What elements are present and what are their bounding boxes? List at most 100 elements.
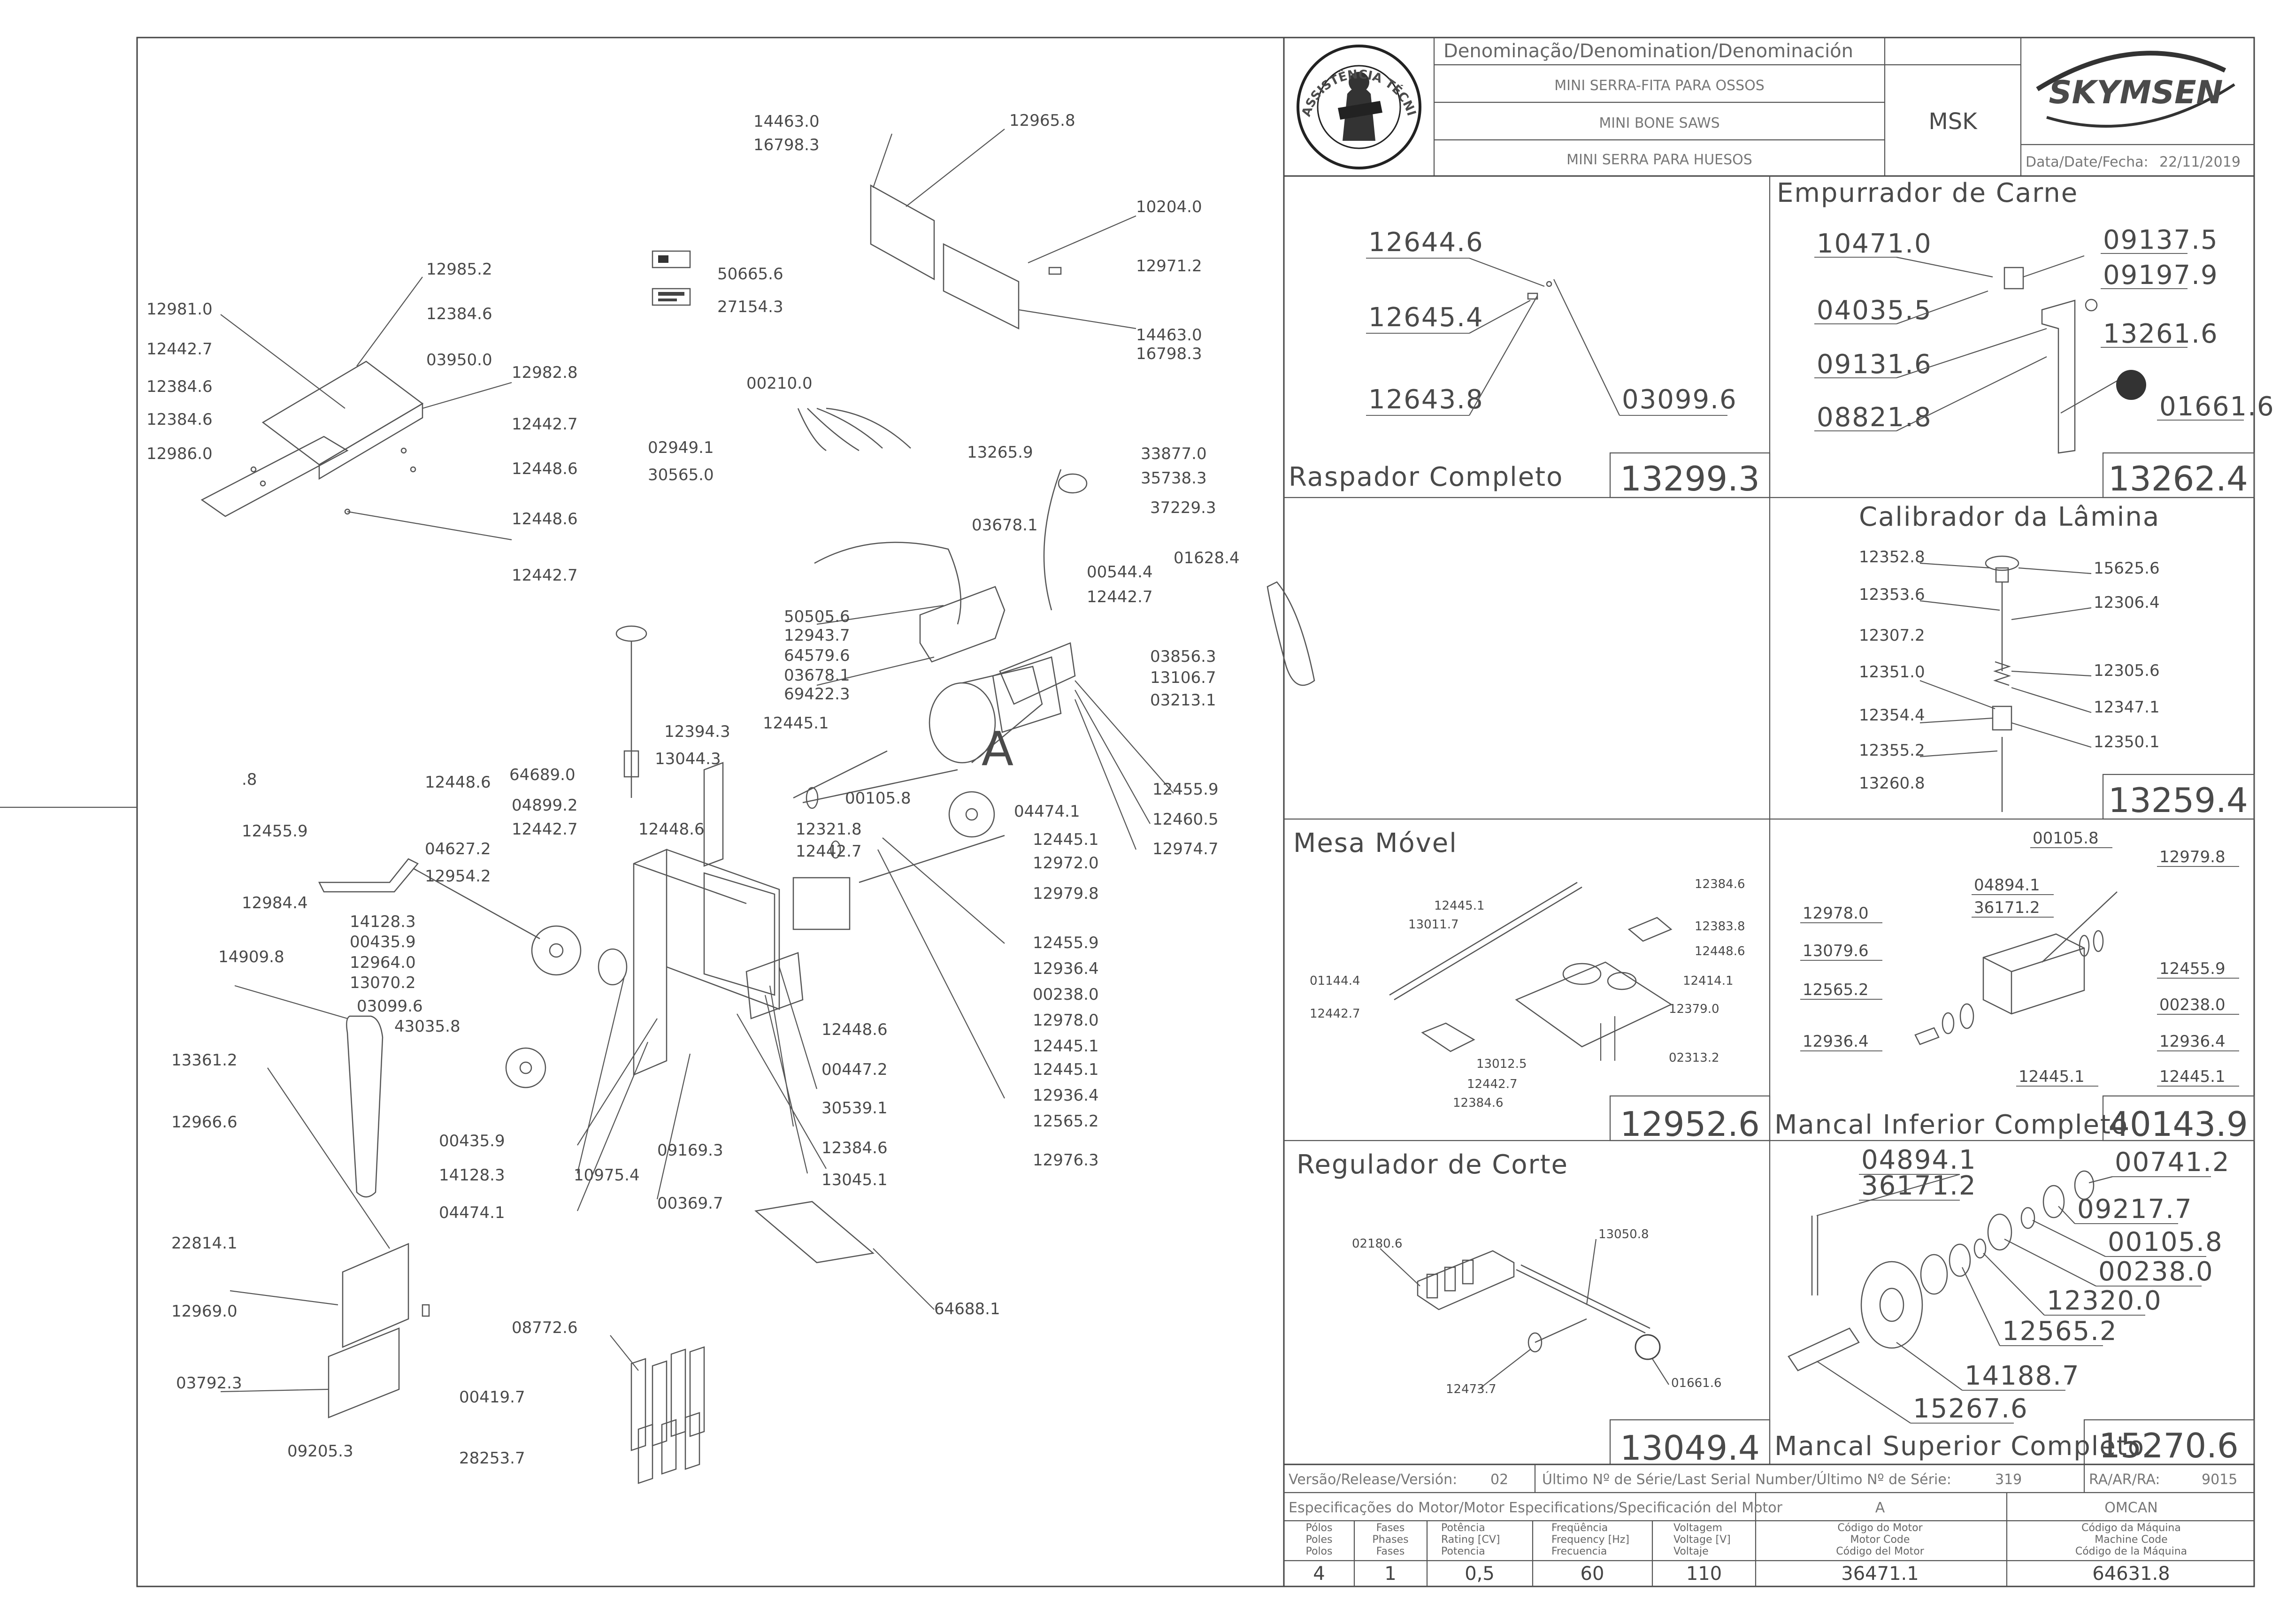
part-label: 03099.6 [357, 997, 423, 1016]
machine-code-value: 64631.8 [2092, 1563, 2170, 1585]
part-label: 12445.1 [1033, 1060, 1099, 1079]
ra-value: 9015 [2202, 1471, 2237, 1488]
header-line: Código da Máquina [2081, 1522, 2181, 1534]
part-label: 12445.1 [1033, 1037, 1099, 1056]
mancal-superior-label: 04894.1 [1861, 1145, 1977, 1175]
mancal-superior-label: 00105.8 [2108, 1227, 2223, 1257]
bottom-table: Versão/Release/Versión: 02 Último Nº de … [1283, 1463, 2255, 1587]
part-label: 12455.9 [1033, 934, 1099, 952]
part-label: 04474.1 [1014, 802, 1080, 821]
mancal-superior-code: 15270.6 [2099, 1426, 2239, 1465]
part-label: 14128.3 [439, 1166, 505, 1185]
version-value: 02 [1490, 1471, 1508, 1488]
mesa-label: 12442.7 [1310, 1007, 1360, 1021]
mesa-label: 12442.7 [1467, 1077, 1518, 1091]
calibrador-label: 12355.2 [1859, 741, 1925, 760]
part-label: 12965.8 [1009, 111, 1075, 130]
mancal-inferior-label: 12978.0 [1803, 904, 1869, 923]
mesa-label: 13011.7 [1408, 918, 1459, 932]
regulador-label: 13050.8 [1598, 1227, 1649, 1241]
part-label: 03792.3 [176, 1374, 242, 1393]
calibrador-label: 12352.8 [1859, 548, 1925, 567]
mancal-inferior-label: 04894.1 [1974, 876, 2040, 895]
mesa-label: 02313.2 [1669, 1051, 1719, 1065]
mancal-inferior-label: 13079.6 [1803, 942, 1869, 960]
motor-spec-label: Especificações do Motor/Motor Especifica… [1289, 1500, 1783, 1516]
calibrador-label: 12351.0 [1859, 663, 1925, 682]
mancal-superior-label: 00741.2 [2115, 1147, 2230, 1178]
motor-code-value: 36471.1 [1841, 1563, 1919, 1585]
panel-regulador: Regulador de Corte 13049.4 02180.6 13050… [1297, 1149, 1760, 1468]
frequency-value: 60 [1581, 1563, 1604, 1585]
calibrador-label: 12347.1 [2094, 698, 2160, 717]
part-label: 64688.1 [934, 1300, 1000, 1318]
main-part-labels: 12985.2 12981.0 12384.6 12442.7 03950.0 … [146, 111, 1240, 1468]
mancal-inferior-label: 12979.8 [2159, 848, 2226, 866]
raspador-code: 13299.3 [1620, 459, 1760, 498]
part-label: 12384.6 [821, 1139, 888, 1157]
part-label: 12966.6 [171, 1113, 238, 1132]
voltage-value: 110 [1686, 1563, 1722, 1585]
header-line: Código de la Máquina [2075, 1546, 2187, 1557]
part-label: 12985.2 [426, 260, 492, 279]
motor-spec-values: 4 1 0,5 60 110 36471.1 64631.8 [1313, 1563, 2170, 1585]
header-line: Poles [1305, 1534, 1332, 1546]
header-line: Voltaje [1673, 1546, 1709, 1557]
mancal-superior-title: Mancal Superior Completo [1774, 1431, 2145, 1462]
part-label: 00435.9 [350, 933, 416, 951]
mesa-label: 12383.8 [1695, 919, 1745, 934]
empurrador-label: 01661.6 [2159, 391, 2275, 422]
header-line: Pólos [1306, 1522, 1333, 1534]
header-line: Código del Motor [1836, 1546, 1924, 1557]
part-label: 02949.1 [648, 438, 714, 457]
mesa-title: Mesa Móvel [1293, 828, 1458, 858]
part-label: 12986.0 [146, 444, 213, 463]
mesa-label: 01144.4 [1310, 974, 1360, 988]
part-label: 16798.3 [753, 136, 820, 154]
calibrador-label: 13260.8 [1859, 774, 1925, 793]
part-label: 50505.6 [784, 607, 850, 626]
denomination-header: Denominação/Denomination/Denominación [1443, 40, 1853, 62]
header-line: Fases [1376, 1522, 1405, 1534]
part-label: 14909.8 [218, 948, 284, 966]
mesa-label: 12414.1 [1683, 974, 1734, 988]
regulador-label: 12473.7 [1446, 1382, 1497, 1396]
part-label: 04627.2 [425, 840, 491, 858]
machine-code-column-header: OMCAN [2104, 1500, 2157, 1516]
part-label: 03678.1 [972, 516, 1038, 535]
svg-text:ASSISTÊNCIA TÉCNICA AUTORIZADA: ASSISTÊNCIA TÉCNICA AUTORIZADA [0, 0, 1419, 118]
header-line: Motor Code [1850, 1534, 1910, 1546]
part-label: 14463.0 [753, 112, 820, 131]
calibrador-label: 12354.4 [1859, 706, 1925, 725]
part-label: 12964.0 [350, 953, 416, 972]
part-label: 12448.6 [425, 773, 491, 792]
part-label: 37229.3 [1150, 498, 1216, 517]
part-label: 09205.3 [287, 1442, 353, 1461]
part-label: 00238.0 [1033, 985, 1099, 1004]
part-label: 10975.4 [574, 1166, 640, 1185]
part-label: 03950.0 [426, 351, 492, 369]
part-label: 12954.2 [425, 867, 491, 886]
empurrador-code: 13262.4 [2108, 459, 2248, 498]
mesa-label: 12448.6 [1695, 944, 1745, 958]
part-label: 13044.3 [655, 750, 721, 768]
part-label: 14463.0 [1136, 326, 1202, 345]
poles-value: 4 [1313, 1563, 1325, 1585]
panel-mesa: Mesa Móvel 12952.6 12445.1 13011.7 12384… [1293, 828, 1760, 1144]
mancal-inferior-label: 12936.4 [2159, 1032, 2226, 1051]
header-line: Freqüência [1551, 1522, 1608, 1534]
part-label: 04899.2 [512, 796, 578, 815]
part-label: 64689.0 [509, 766, 576, 784]
part-label: 12448.6 [512, 510, 578, 529]
empurrador-label: 08821.8 [1817, 402, 1932, 433]
assistencia-tecnica-seal: ASSISTÊNCIA TÉCNICA AUTORIZADA [0, 0, 1421, 169]
panel-mancal-inferior: Mancal Inferior Completo 40143.9 00105.8… [1774, 829, 2248, 1144]
motor-spec-headers: Pólos Poles Polos Fases Phases Fases Pot… [1305, 1522, 2187, 1557]
empurrador-label: 09131.6 [1817, 349, 1932, 380]
part-label: 12565.2 [1033, 1112, 1099, 1131]
part-label: 33877.0 [1141, 444, 1207, 463]
raspador-label: 12645.4 [1368, 302, 1484, 333]
mancal-inferior-title: Mancal Inferior Completo [1774, 1110, 2128, 1140]
header-line: Voltagem [1673, 1522, 1722, 1534]
part-label: 08772.6 [512, 1318, 578, 1337]
